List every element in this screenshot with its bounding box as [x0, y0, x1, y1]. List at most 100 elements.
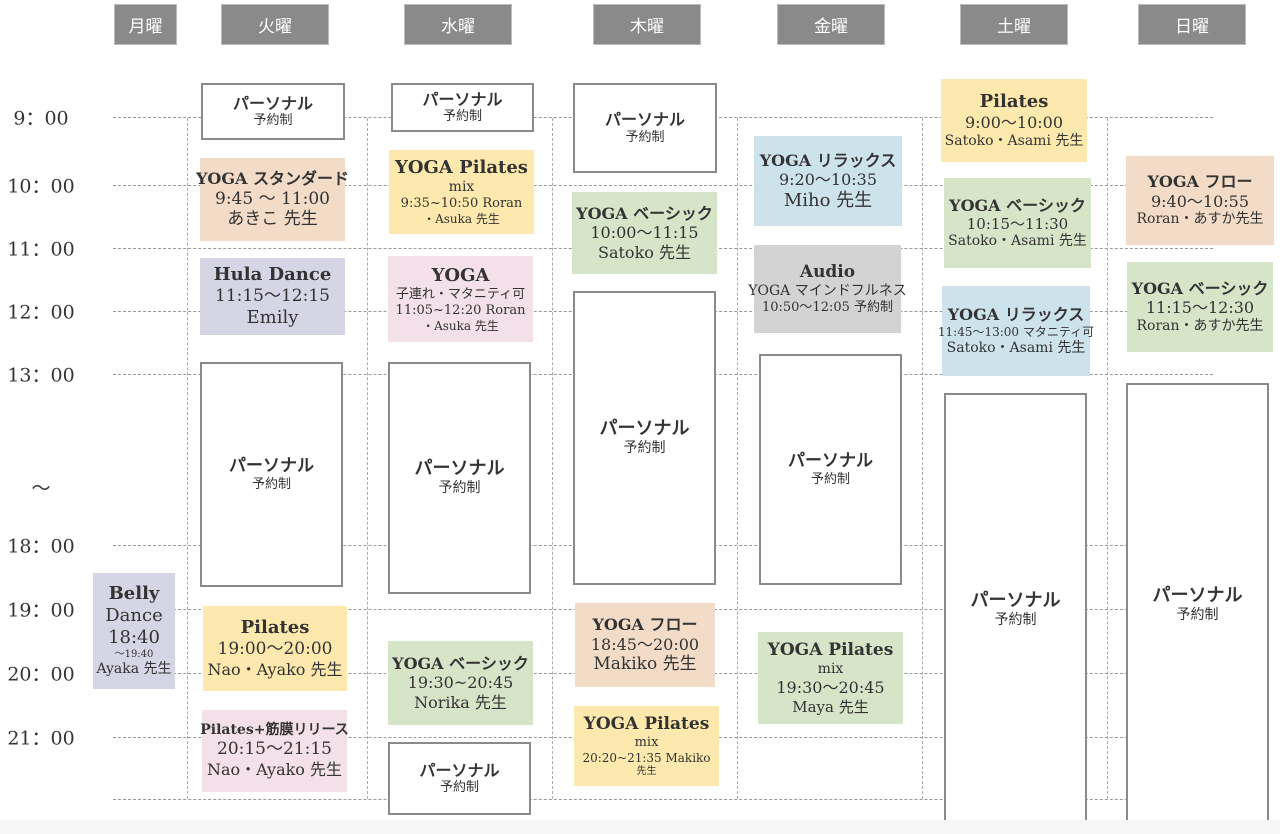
personal-session-block[interactable]: パーソナル予約制 [1126, 383, 1269, 826]
day-header-3: 水曜 [404, 4, 512, 45]
day-header-7: 日曜 [1138, 4, 1246, 45]
class-detail: 19:30〜20:45 [776, 678, 885, 697]
class-detail: 先生 [636, 765, 657, 777]
class-detail: YOGA マインドフルネス [748, 282, 907, 299]
class-detail: Norika 先生 [414, 692, 507, 712]
class-detail: Roran・あすか先生 [1136, 317, 1264, 334]
class-name: パーソナル [422, 89, 503, 109]
class-name: YOGA フロー [1147, 172, 1253, 192]
day-header-6: 土曜 [960, 4, 1068, 45]
class-name: YOGA ベーシック [392, 653, 529, 673]
class-detail: mix [448, 179, 475, 196]
class-detail: 子連れ・マタニティ可 [395, 286, 526, 302]
personal-session-block[interactable]: パーソナル予約制 [388, 362, 531, 594]
personal-session-block[interactable]: パーソナル予約制 [573, 291, 716, 585]
class-detail: Satoko・Asami 先生 [948, 233, 1087, 250]
class-detail: Miho 先生 [783, 189, 873, 211]
personal-session-block[interactable]: パーソナル予約制 [200, 362, 343, 587]
time-label: 20：00 [7, 663, 75, 686]
personal-session-block[interactable]: パーソナル予約制 [573, 83, 717, 173]
class-detail: 18:45〜20:00 [590, 634, 700, 654]
class-name: パーソナル [419, 760, 500, 780]
class-name: パーソナル [229, 456, 314, 477]
time-label: 9：00 [13, 107, 69, 130]
class-detail: 10:50〜12:05 予約制 [761, 299, 894, 315]
class-detail: 予約制 [623, 440, 666, 457]
time-gridline [113, 185, 1213, 186]
class-detail: 予約制 [810, 471, 850, 487]
class-name: YOGA ベーシック [1131, 278, 1269, 298]
personal-session-block[interactable]: パーソナル予約制 [201, 83, 345, 140]
class-name: YOGA Pilates [583, 714, 710, 735]
class-name: Audio [799, 262, 856, 283]
class-detail: 19:30~20:45 [407, 673, 514, 693]
class-detail: 11:15〜12:30 [1145, 298, 1255, 318]
class-detail: 20:15〜21:15 [217, 739, 332, 760]
class-detail: 〜19:40 [114, 649, 154, 661]
class-name: YOGA Pilates [767, 640, 894, 661]
class-detail: 予約制 [438, 480, 481, 497]
class-detail: Nao・Ayako 先生 [207, 660, 343, 680]
time-label: 13：00 [7, 364, 75, 387]
class-name: Pilates+筋膜リリース [200, 722, 349, 739]
class-name: パーソナル [414, 458, 505, 480]
class-detail: 9:45 〜 11:00 [215, 188, 330, 209]
class-name: Pilates [240, 617, 310, 639]
personal-session-block[interactable]: パーソナル予約制 [759, 354, 902, 585]
class-name: パーソナル [604, 110, 685, 130]
personal-session-block[interactable]: パーソナル予約制 [388, 742, 531, 815]
time-label: 10：00 [7, 175, 75, 198]
class-detail: mix [634, 735, 659, 751]
class-detail: Satoko・Asami 先生 [946, 339, 1086, 356]
class-detail: 19:00〜20:00 [217, 639, 333, 660]
personal-session-block[interactable]: パーソナル予約制 [391, 83, 534, 132]
column-divider [552, 118, 553, 799]
class-detail: Makiko 先生 [593, 654, 697, 675]
class-detail: Nao・Ayako 先生 [206, 760, 343, 780]
class-detail: 予約制 [251, 476, 291, 492]
column-divider [187, 118, 188, 799]
class-detail: 予約制 [442, 109, 482, 125]
class-detail: ・Asuka 先生 [423, 212, 500, 227]
class-name: パーソナル [232, 93, 313, 113]
time-label: 11：00 [7, 238, 75, 261]
class-name: YOGA フロー [592, 615, 698, 635]
class-detail: 11:05~12:20 Roran [395, 302, 526, 318]
class-name: Belly [108, 583, 160, 605]
class-detail: 予約制 [994, 611, 1037, 628]
day-header-1: 月曜 [114, 4, 177, 45]
personal-session-block[interactable]: パーソナル予約制 [944, 393, 1087, 826]
day-header-4: 木曜 [593, 4, 701, 45]
class-detail: Satoko 先生 [598, 242, 691, 262]
class-detail: 予約制 [253, 113, 293, 129]
column-divider [1107, 118, 1108, 799]
class-name: YOGA ベーシック [949, 195, 1086, 215]
column-divider [737, 118, 738, 799]
class-name: Hula Dance [213, 264, 332, 286]
class-detail: 予約制 [1176, 606, 1219, 623]
class-detail: 9:40〜10:55 [1150, 191, 1250, 211]
footer-strip [0, 820, 1280, 834]
class-detail: Ayaka 先生 [96, 661, 172, 678]
class-detail: mix [817, 660, 844, 677]
day-header-2: 火曜 [221, 4, 329, 45]
